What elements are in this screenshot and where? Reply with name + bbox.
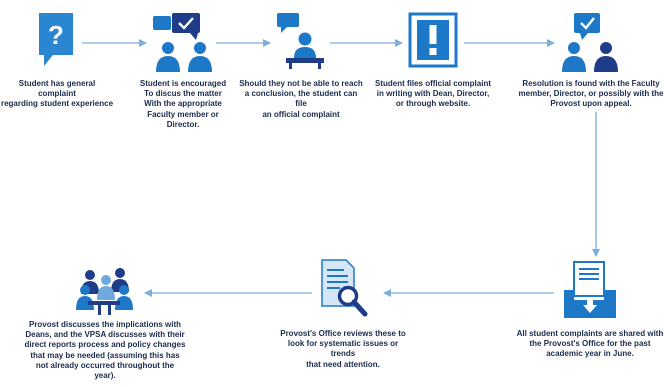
step-7-label: Provost's Office reviews these to look f… bbox=[280, 329, 406, 369]
step-1-label: Student has general complaint regarding … bbox=[0, 79, 114, 109]
svg-text:?: ? bbox=[48, 20, 64, 50]
exclamation-icon bbox=[408, 12, 458, 68]
student-desk-icon bbox=[276, 12, 326, 70]
resolution-icon bbox=[560, 12, 620, 74]
step-4-label: Student files official complaint in writ… bbox=[374, 79, 491, 109]
step-6-label: All student complaints are shared with t… bbox=[516, 329, 664, 359]
step-8-label: Provost discusses the implications with … bbox=[24, 320, 186, 381]
step-3-label: Should they not be able to reach a concl… bbox=[239, 79, 363, 119]
group-icon bbox=[76, 266, 134, 316]
discussion-icon bbox=[152, 12, 216, 74]
inbox-download-icon bbox=[562, 260, 618, 320]
document-magnify-icon bbox=[320, 258, 368, 318]
step-5-label: Resolution is found with the Faculty mem… bbox=[518, 79, 664, 109]
step-2-label: Student is encouraged To discus the matt… bbox=[139, 79, 227, 129]
question-icon: ? bbox=[38, 12, 76, 70]
